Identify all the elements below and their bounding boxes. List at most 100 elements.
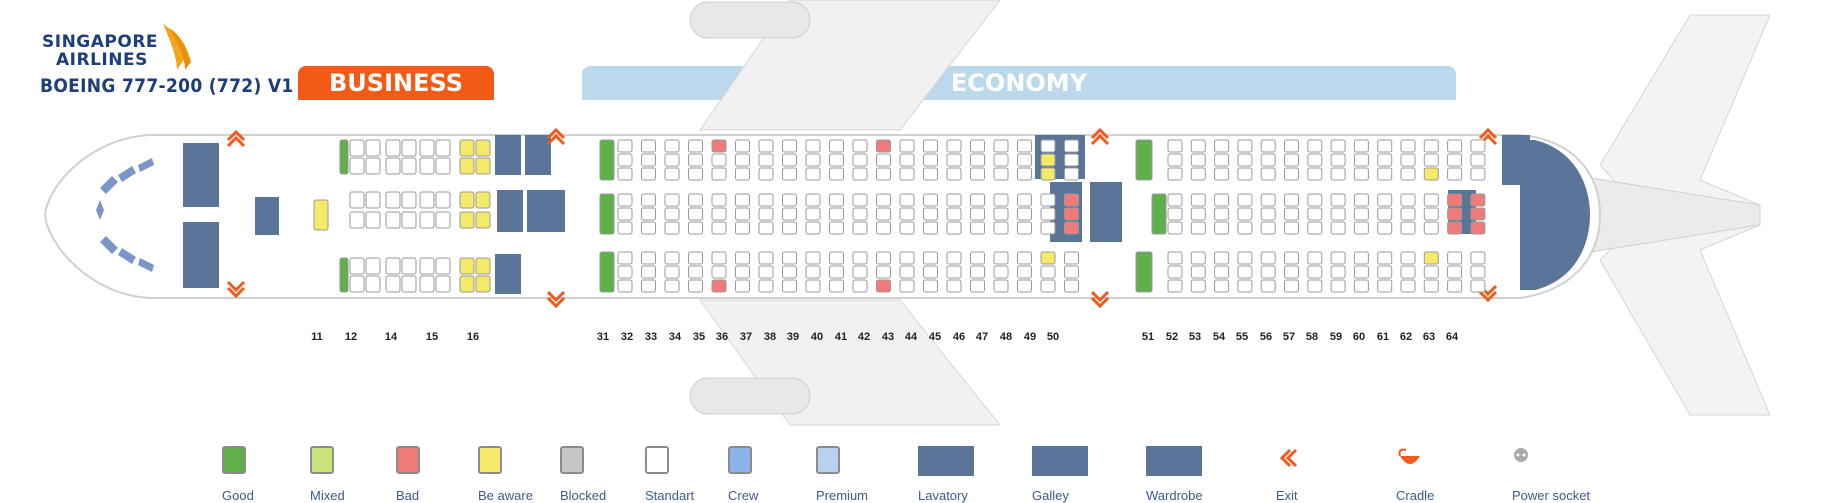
seat-biz[interactable] xyxy=(401,257,417,275)
seat-eco[interactable] xyxy=(1470,167,1486,181)
seat-eco[interactable] xyxy=(923,265,938,279)
seat-biz[interactable] xyxy=(349,139,365,157)
seat-eco[interactable] xyxy=(923,153,938,167)
seat-eco[interactable] xyxy=(829,139,844,153)
seat-eco[interactable] xyxy=(805,207,821,221)
seat-eco[interactable] xyxy=(1064,251,1079,265)
seat-eco[interactable] xyxy=(735,139,750,153)
seat-eco[interactable] xyxy=(852,207,868,221)
seat-eco[interactable] xyxy=(735,265,750,279)
seat-eco[interactable] xyxy=(852,265,868,279)
seat-eco[interactable] xyxy=(664,251,680,265)
seat-eco[interactable] xyxy=(1470,265,1486,279)
seat-eco[interactable] xyxy=(1377,279,1393,293)
seat-eco[interactable] xyxy=(1214,279,1230,293)
seat-eco[interactable] xyxy=(1377,251,1393,265)
seat-biz[interactable] xyxy=(365,257,381,275)
seat-eco[interactable] xyxy=(1064,139,1079,153)
seat-eco[interactable] xyxy=(1040,279,1056,293)
seat-eco[interactable] xyxy=(1260,193,1276,207)
seat-eco[interactable] xyxy=(1330,139,1346,153)
seat-eco[interactable] xyxy=(1423,265,1439,279)
seat-eco[interactable] xyxy=(1260,167,1276,181)
seat-eco[interactable] xyxy=(641,193,656,207)
seat-eco[interactable] xyxy=(1470,251,1486,265)
seat-eco[interactable] xyxy=(664,207,680,221)
seat-biz[interactable] xyxy=(349,275,365,293)
seat-eco[interactable] xyxy=(829,153,844,167)
seat-eco[interactable] xyxy=(688,207,703,221)
seat-eco-51-good[interactable] xyxy=(1135,139,1153,181)
seat-biz[interactable] xyxy=(419,257,435,275)
seat-eco[interactable] xyxy=(923,207,938,221)
seat-eco[interactable] xyxy=(1423,207,1439,221)
seat-eco[interactable] xyxy=(1400,251,1416,265)
seat-eco[interactable] xyxy=(852,279,868,293)
seat-eco[interactable] xyxy=(1237,207,1253,221)
seat-eco[interactable] xyxy=(852,251,868,265)
seat-eco[interactable] xyxy=(1167,193,1183,207)
seat-eco[interactable] xyxy=(946,221,962,235)
seat-eco[interactable] xyxy=(970,167,985,181)
seat-eco[interactable] xyxy=(1237,139,1253,153)
seat-eco[interactable] xyxy=(617,279,633,293)
seat-eco[interactable] xyxy=(1447,221,1463,235)
seat-eco[interactable] xyxy=(805,153,821,167)
seat-eco[interactable] xyxy=(664,167,680,181)
seat-eco[interactable] xyxy=(782,251,797,265)
seat-eco[interactable] xyxy=(617,153,633,167)
seat-eco[interactable] xyxy=(1353,207,1369,221)
seat-eco[interactable] xyxy=(782,193,797,207)
seat-eco[interactable] xyxy=(1260,251,1276,265)
seat-eco[interactable] xyxy=(1064,221,1079,235)
seat-eco[interactable] xyxy=(1017,139,1032,153)
seat-eco[interactable] xyxy=(1353,139,1369,153)
seat-eco[interactable] xyxy=(1400,139,1416,153)
seat-eco[interactable] xyxy=(1330,251,1346,265)
seat-eco[interactable] xyxy=(1017,265,1032,279)
seat-eco[interactable] xyxy=(923,167,938,181)
seat-eco[interactable] xyxy=(899,139,915,153)
seat-eco[interactable] xyxy=(993,193,1009,207)
seat-eco[interactable] xyxy=(946,207,962,221)
seat-eco[interactable] xyxy=(758,251,774,265)
seat-eco[interactable] xyxy=(1284,279,1299,293)
seat-eco[interactable] xyxy=(1214,251,1230,265)
seat-eco[interactable] xyxy=(1214,193,1230,207)
seat-eco[interactable] xyxy=(970,139,985,153)
seat-eco[interactable] xyxy=(1447,139,1463,153)
seat-biz[interactable] xyxy=(475,157,491,175)
seat-eco[interactable] xyxy=(1447,265,1463,279)
seat-eco[interactable] xyxy=(688,279,703,293)
seat-eco[interactable] xyxy=(829,221,844,235)
seat-eco[interactable] xyxy=(782,139,797,153)
seat-eco[interactable] xyxy=(688,193,703,207)
seat-eco[interactable] xyxy=(899,207,915,221)
seat-eco[interactable] xyxy=(1353,265,1369,279)
seat-biz[interactable] xyxy=(401,211,417,229)
seat-eco[interactable] xyxy=(1040,251,1056,265)
seat-eco[interactable] xyxy=(1017,221,1032,235)
seat-eco[interactable] xyxy=(1064,167,1079,181)
seat-eco[interactable] xyxy=(641,153,656,167)
seat-eco[interactable] xyxy=(876,193,891,207)
seat-eco[interactable] xyxy=(735,279,750,293)
seat-eco[interactable] xyxy=(1190,251,1206,265)
seat-eco[interactable] xyxy=(923,279,938,293)
seat-eco[interactable] xyxy=(1237,265,1253,279)
seat-eco[interactable] xyxy=(1377,265,1393,279)
seat-eco[interactable] xyxy=(1260,279,1276,293)
seat-eco[interactable] xyxy=(1190,153,1206,167)
seat-eco[interactable] xyxy=(829,193,844,207)
seat-eco[interactable] xyxy=(899,251,915,265)
seat-eco[interactable] xyxy=(970,193,985,207)
seat-biz[interactable] xyxy=(349,191,365,209)
seat-biz[interactable] xyxy=(365,211,381,229)
seat-eco[interactable] xyxy=(711,207,727,221)
seat-eco[interactable] xyxy=(1017,193,1032,207)
seat-eco[interactable] xyxy=(1447,207,1463,221)
seat-eco[interactable] xyxy=(993,139,1009,153)
seat-biz[interactable] xyxy=(365,157,381,175)
seat-eco[interactable] xyxy=(829,265,844,279)
seat-eco[interactable] xyxy=(1167,153,1183,167)
